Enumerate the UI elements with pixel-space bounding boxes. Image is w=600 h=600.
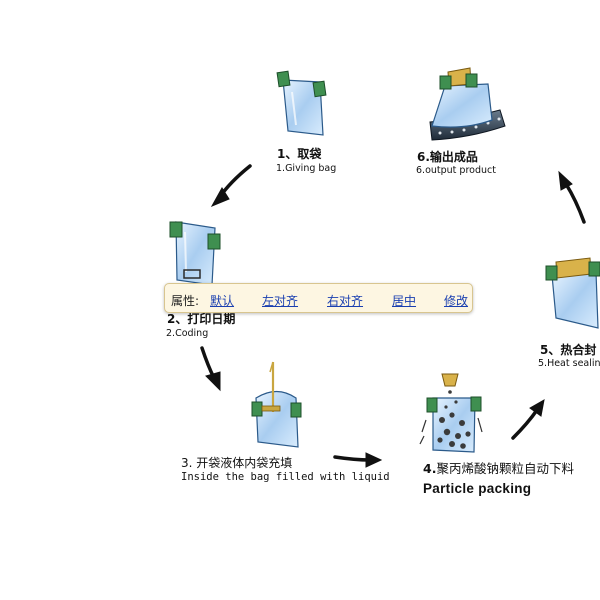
step-4-title: 4.聚丙烯酸钠颗粒自动下料 xyxy=(423,461,574,476)
toolbar-link-edit[interactable]: 修改 xyxy=(444,294,469,308)
bag-illustration-step-5 xyxy=(545,257,600,329)
toolbar-link-default[interactable]: 默认 xyxy=(210,294,235,308)
arrow-1-to-2 xyxy=(210,164,252,208)
step-5-subtitle: 5.Heat sealin xyxy=(538,358,600,369)
arrow-5-to-6 xyxy=(558,170,586,224)
step-1-subtitle: 1.Giving bag xyxy=(276,163,337,174)
bag-illustration-step-4 xyxy=(419,373,483,453)
step-3-title: 3. 开袋液体内袋充填 xyxy=(181,456,293,470)
step-4-number: 4. xyxy=(423,461,437,476)
step-3-subtitle: Inside the bag filled with liquid xyxy=(181,471,390,483)
flow-arrows xyxy=(200,164,586,468)
toolbar-label: 属性: xyxy=(171,294,200,308)
toolbar-link-center[interactable]: 居中 xyxy=(392,294,417,308)
arrow-2-to-3 xyxy=(200,346,221,392)
bag-illustration-step-1 xyxy=(276,70,327,136)
step-4-subtitle: Particle packing xyxy=(423,481,532,496)
step-6-subtitle: 6.output product xyxy=(416,165,496,176)
step-5-title: 5、热合封 xyxy=(540,343,597,357)
step-4-title-text: 聚丙烯酸钠颗粒自动下料 xyxy=(436,461,574,476)
bag-illustration-step-2 xyxy=(169,221,221,286)
toolbar-link-align-left[interactable]: 左对齐 xyxy=(262,294,299,308)
step-1-title: 1、取袋 xyxy=(277,147,322,161)
bag-illustration-step-6 xyxy=(429,67,506,141)
image-alignment-toolbar: 属性: 默认 左对齐 右对齐 居中 修改 xyxy=(164,283,473,313)
step-2-subtitle: 2.Coding xyxy=(166,328,209,339)
arrow-4-to-5 xyxy=(511,399,545,440)
step-6-title: 6.输出成品 xyxy=(417,150,478,164)
arrow-3-to-4 xyxy=(333,452,383,468)
toolbar-link-align-right[interactable]: 右对齐 xyxy=(327,294,364,308)
bag-illustration-step-3 xyxy=(251,361,302,448)
step-2-title: 2、打印日期 xyxy=(167,312,236,326)
